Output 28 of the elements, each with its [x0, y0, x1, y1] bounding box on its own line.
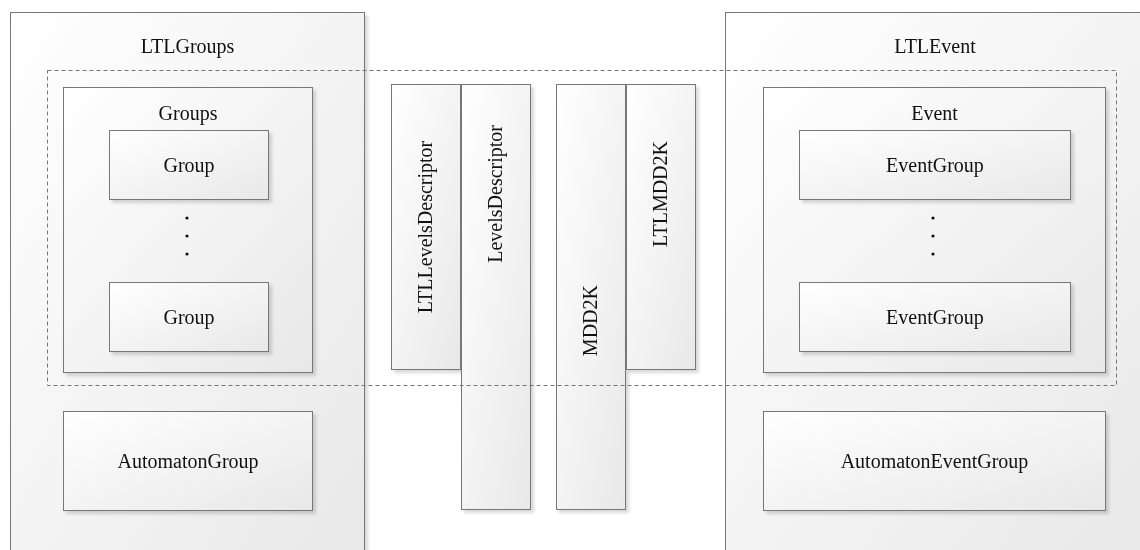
- box-label: LTLMDD2K: [649, 141, 672, 247]
- group-title: Event: [910, 102, 959, 125]
- process-box: [109, 282, 269, 352]
- box-label: Group: [162, 153, 216, 177]
- container-panel: [10, 12, 365, 550]
- vertical-box: [626, 84, 696, 370]
- box-label: EventGroup: [885, 305, 985, 329]
- group-title: Groups: [157, 102, 219, 125]
- box-label: LTLLevelsDescriptor: [414, 140, 437, 314]
- group-box: [63, 87, 313, 373]
- group-title: LTLGroups: [139, 35, 236, 58]
- group-box: [763, 87, 1106, 373]
- vertical-box: [391, 84, 461, 370]
- process-box: [109, 130, 269, 200]
- group-title: LTLEvent: [893, 35, 977, 58]
- process-box: [799, 282, 1071, 352]
- box-label: EventGroup: [885, 153, 985, 177]
- box-label: Group: [162, 305, 216, 329]
- process-box: [799, 130, 1071, 200]
- box-label: AutomatonGroup: [116, 449, 260, 473]
- vertical-box: [556, 84, 626, 510]
- process-box: [63, 411, 313, 511]
- box-label: AutomatonEventGroup: [839, 449, 1030, 473]
- vertical-box: [461, 84, 531, 510]
- box-label: MDD2K: [579, 285, 602, 357]
- process-box: [763, 411, 1106, 511]
- container-panel: [725, 12, 1140, 550]
- box-label: LevelsDescriptor: [484, 125, 507, 263]
